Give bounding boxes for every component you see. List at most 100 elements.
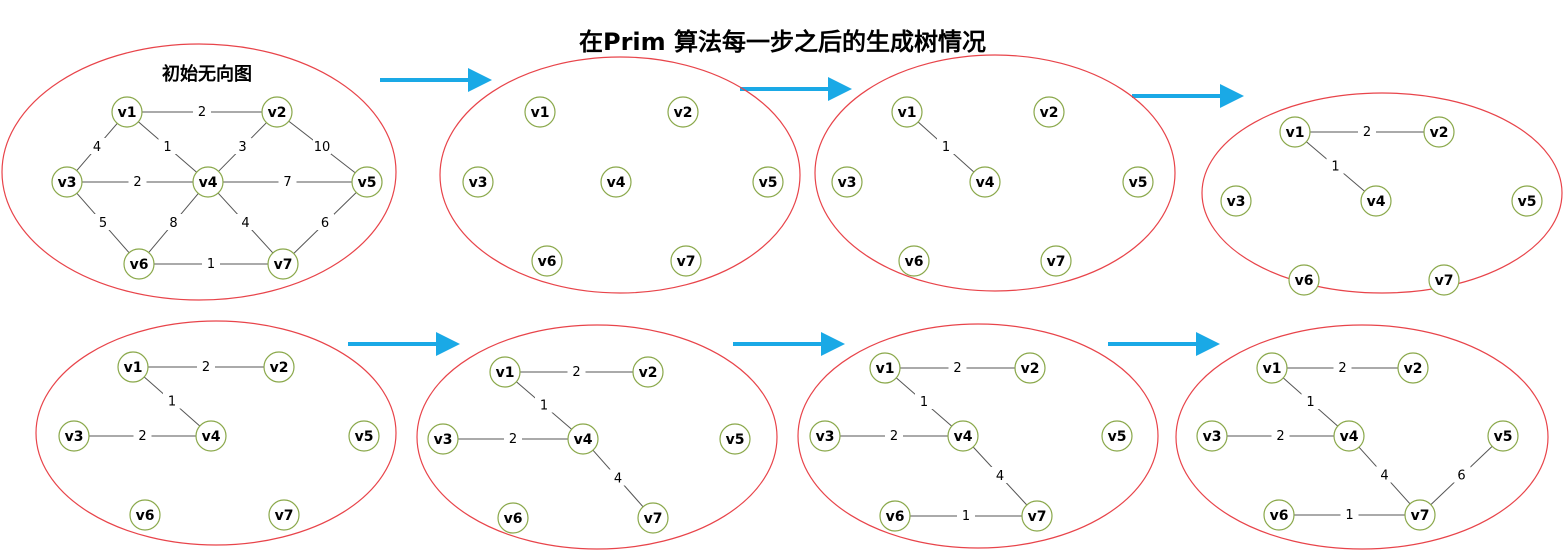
vertex-label: v6 — [1270, 508, 1289, 524]
vertex-label: v4 — [976, 175, 995, 191]
vertex-label: v6 — [1295, 273, 1314, 289]
vertex-v5 — [1511, 185, 1543, 217]
vertex-v6 — [879, 500, 911, 532]
vertex-label: v4 — [1340, 429, 1359, 445]
edge-weight-label: 2 — [138, 429, 146, 444]
edge-weight-label: 2 — [133, 175, 141, 190]
panel-ellipse — [1201, 92, 1563, 294]
vertex-v4 — [969, 166, 1001, 198]
panel-ellipse — [797, 323, 1159, 549]
edge-weight-label: 10 — [314, 140, 331, 155]
vertex-v1 — [891, 96, 923, 128]
initial-graph-caption: 初始无向图 — [162, 63, 252, 85]
vertex-label: v5 — [355, 429, 374, 445]
vertex-v1 — [111, 96, 143, 128]
panel-ellipse — [35, 320, 397, 546]
vertex-v2 — [1423, 116, 1455, 148]
edge-weight-label: 2 — [1363, 125, 1371, 140]
vertex-label: v5 — [1494, 429, 1513, 445]
panel-ellipse — [1, 43, 397, 301]
edge-weight-label: 1 — [207, 257, 215, 272]
edge-weight-label: 6 — [321, 216, 329, 231]
vertex-label: v3 — [1203, 429, 1222, 445]
vertex-v3 — [1196, 420, 1228, 452]
vertex-label: v7 — [1411, 508, 1430, 524]
edge-weight-label: 1 — [163, 140, 171, 155]
edge-weight-label: 2 — [890, 429, 898, 444]
edge-weight-label: 2 — [198, 105, 206, 120]
vertex-v6 — [497, 502, 529, 534]
edge-weight-label: 4 — [996, 469, 1004, 484]
vertex-v1 — [489, 356, 521, 388]
vertex-v6 — [1288, 264, 1320, 296]
vertex-v7 — [1021, 500, 1053, 532]
vertex-label: v3 — [469, 175, 488, 191]
vertex-v2 — [1397, 352, 1429, 384]
vertex-v7 — [268, 499, 300, 531]
vertex-label: v2 — [1404, 361, 1423, 377]
edge-weight-label: 4 — [1380, 469, 1388, 484]
edge-weight-label: 3 — [238, 140, 246, 155]
vertex-label: v2 — [1430, 125, 1449, 141]
vertex-label: v6 — [538, 254, 557, 270]
vertex-v3 — [462, 166, 494, 198]
vertex-label: v1 — [1286, 125, 1305, 141]
edge-weight-label: 2 — [1276, 429, 1284, 444]
vertex-v6 — [898, 245, 930, 277]
vertex-v1 — [117, 351, 149, 383]
vertex-v4 — [1360, 185, 1392, 217]
vertex-v3 — [51, 166, 83, 198]
vertex-v2 — [1014, 352, 1046, 384]
vertex-v3 — [1220, 185, 1252, 217]
edge-weight-label: 2 — [572, 365, 580, 380]
vertex-v5 — [1122, 166, 1154, 198]
edge-weight-label: 2 — [953, 361, 961, 376]
edge-weight-label: 1 — [942, 140, 950, 155]
vertex-v6 — [1263, 499, 1295, 531]
vertex-label: v5 — [1108, 429, 1127, 445]
vertex-label: v6 — [130, 257, 149, 273]
edge-weight-label: 4 — [241, 216, 249, 231]
vertex-label: v5 — [759, 175, 778, 191]
panel-ellipse — [439, 56, 801, 294]
edge-weight-label: 5 — [99, 216, 107, 231]
vertex-v6 — [531, 245, 563, 277]
vertex-label: v1 — [531, 105, 550, 121]
vertex-v7 — [267, 248, 299, 280]
vertex-v3 — [427, 423, 459, 455]
vertex-label: v3 — [1227, 194, 1246, 210]
edge-weight-label: 7 — [283, 175, 291, 190]
vertex-label: v2 — [1021, 361, 1040, 377]
vertex-label: v6 — [905, 254, 924, 270]
edge-weight-label: 1 — [1306, 395, 1314, 410]
vertex-label: v5 — [1129, 175, 1148, 191]
vertex-label: v2 — [270, 360, 289, 376]
edge-weight-label: 4 — [93, 140, 101, 155]
vertex-v4 — [600, 166, 632, 198]
vertex-v7 — [637, 502, 669, 534]
vertex-v4 — [192, 166, 224, 198]
edge-weight-label: 1 — [920, 395, 928, 410]
vertex-label: v3 — [838, 175, 857, 191]
edge-weight-label: 2 — [202, 360, 210, 375]
vertex-label: v4 — [954, 429, 973, 445]
vertex-v3 — [831, 166, 863, 198]
panel-ellipse — [814, 54, 1176, 292]
vertex-v4 — [567, 423, 599, 455]
vertex-v3 — [809, 420, 841, 452]
vertex-label: v1 — [496, 365, 515, 381]
vertex-v5 — [1101, 420, 1133, 452]
vertex-label: v1 — [118, 105, 137, 121]
vertex-label: v2 — [639, 365, 658, 381]
vertex-label: v3 — [58, 175, 77, 191]
vertex-v7 — [670, 245, 702, 277]
vertex-label: v7 — [677, 254, 696, 270]
vertex-v4 — [947, 420, 979, 452]
vertex-label: v4 — [607, 175, 626, 191]
edge-weight-label: 4 — [614, 472, 622, 487]
edge-weight-label: 2 — [509, 432, 517, 447]
